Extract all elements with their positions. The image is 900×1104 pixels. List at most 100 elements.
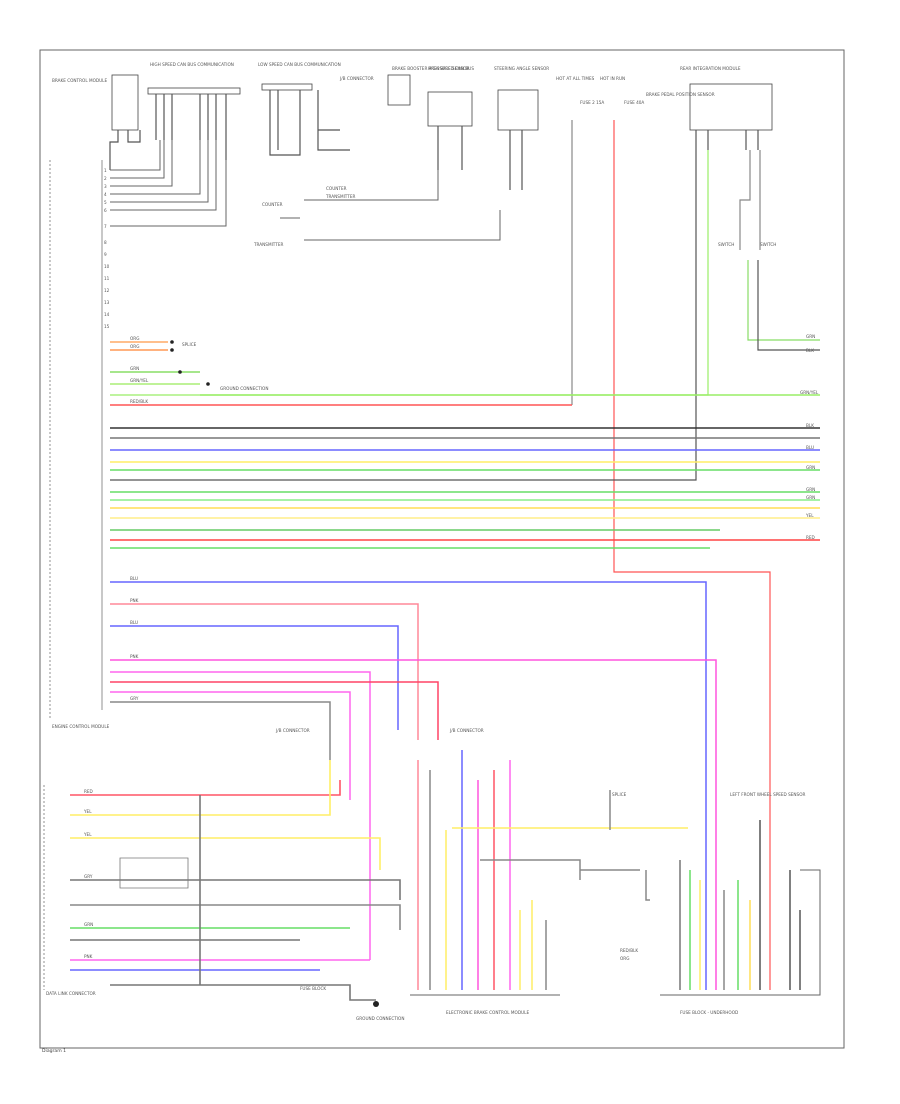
label-gry-lower: GRY <box>130 696 139 701</box>
label-grn-left: GRN <box>130 366 139 371</box>
label-ebcm-left: BRAKE CONTROL MODULE <box>52 78 108 83</box>
label-data-link: DATA LINK CONNECTOR <box>46 991 96 996</box>
label-grn-right-3: GRN <box>806 487 815 492</box>
label-grn-right-4: GRN <box>806 495 815 500</box>
wire-pink-lower-3 <box>110 671 371 960</box>
svg-text:2: 2 <box>104 176 107 181</box>
label-red-right: RED <box>806 535 815 540</box>
right-wire-labels: GRN BLK GRN/YEL BLK BLU GRN GRN GRN YEL … <box>800 334 819 540</box>
label-sensor: BRAKE BOOSTER PRESSURE SENSOR <box>392 66 469 71</box>
label-grn-yel-right: GRN/YEL <box>800 390 819 395</box>
label-brake-switch: BRAKE PEDAL POSITION SENSOR <box>646 92 715 97</box>
label-red-blk-bottom: RED/BLK <box>620 948 638 953</box>
top-harness-lines <box>110 140 501 241</box>
wire-pink-lower-2 <box>110 659 717 990</box>
label-switch-b: SWITCH <box>760 242 776 247</box>
label-rear-module: REAR INTEGRATION MODULE <box>680 66 741 71</box>
label-can-left: HIGH SPEED CAN BUS COMMUNICATION <box>150 62 234 67</box>
label-blu-lower: BLU <box>130 576 138 581</box>
label-red-blk-left: RED/BLK <box>130 399 148 404</box>
label-steering: STEERING ANGLE SENSOR <box>494 66 549 71</box>
bottom-left-block: DATA LINK CONNECTOR FUSE BLOCK RED YEL Y… <box>43 760 401 1001</box>
label-junction-left: J/B CONNECTOR <box>339 76 374 81</box>
label-blk-right-1: BLK <box>806 348 814 353</box>
label-blk-right-2: BLK <box>806 423 814 428</box>
label-blu-lower-2: BLU <box>130 620 138 625</box>
label-transmitter: TRANSMITTER <box>325 194 355 199</box>
label-hot-at-all-times: HOT AT ALL TIMES <box>556 76 595 81</box>
top-labels: BRAKE CONTROL MODULE HIGH SPEED CAN BUS … <box>52 62 776 247</box>
splice-dots <box>170 340 210 386</box>
component-can-left <box>147 87 241 95</box>
lower-left-text: BLU PNK BLU PNK GRY ENGINE CONTROL MODUL… <box>52 576 484 733</box>
label-yel-dlc-2: YEL <box>83 832 92 837</box>
label-left-front-speed: LEFT FRONT WHEEL SPEED SENSOR <box>730 792 806 797</box>
label-splice-right: SPLICE <box>612 792 627 797</box>
ground-symbol: GROUND CONNECTION <box>356 1001 404 1021</box>
label-can-mid: LOW SPEED CAN BUS COMMUNICATION <box>258 62 341 67</box>
svg-text:3: 3 <box>104 184 107 189</box>
wire-pink-lower-1 <box>110 603 419 740</box>
component-rear-module <box>689 83 773 131</box>
label-transmitter-2: TRANSMITTER <box>253 242 283 247</box>
footer-code: Diagram 1 <box>42 1048 66 1054</box>
label-ground-bottom: GROUND CONNECTION <box>356 1016 404 1021</box>
svg-text:6: 6 <box>104 208 107 213</box>
label-org-bottom: ORG <box>620 956 629 961</box>
label-yel-dlc: YEL <box>83 809 92 814</box>
label-switch-a: SWITCH <box>718 242 734 247</box>
left-wire-labels: ORG ORG GRN GRN/YEL RED/BLK SPLICE GROUN… <box>130 336 268 404</box>
label-splice-left: SPLICE <box>182 342 197 347</box>
diagram-frame <box>39 49 845 1049</box>
wire-power-red <box>613 120 771 990</box>
label-fuse-block-right: FUSE BLOCK - UNDERHOOD <box>680 1010 738 1015</box>
label-pnk-lower: PNK <box>130 598 139 603</box>
svg-text:15: 15 <box>104 324 110 329</box>
label-org-left: ORG <box>130 336 139 341</box>
svg-text:10: 10 <box>104 264 110 269</box>
component-can-right <box>427 91 473 127</box>
fuse-block-right: FUSE BLOCK - UNDERHOOD LEFT FRONT WHEEL … <box>609 790 821 1015</box>
label-grn-right-2: GRN <box>806 465 815 470</box>
label-yel-right: YEL <box>805 513 814 518</box>
label-hot-in-run: HOT IN RUN <box>600 76 625 81</box>
wire-gray-lower <box>110 701 331 760</box>
top-components <box>111 74 773 131</box>
label-red-dlc: RED <box>84 789 93 794</box>
wire-blue-lower-2 <box>110 625 399 730</box>
label-ground-top: GROUND CONNECTION <box>220 386 268 391</box>
label-blu-right: BLU <box>806 445 814 450</box>
label-fuse-b: FUSE 40A <box>624 100 644 105</box>
label-gry-dlc: GRY <box>84 874 93 879</box>
label-fuse-block-left: FUSE BLOCK <box>300 986 326 991</box>
label-org-left-2: ORG <box>130 344 139 349</box>
label-junction-left-lower: J/B CONNECTOR <box>275 728 310 733</box>
junction-right-block: ELECTRONIC BRAKE CONTROL MODULE <box>410 750 688 1015</box>
svg-text:8: 8 <box>104 240 107 245</box>
bus-wires <box>110 341 820 549</box>
label-grn-yel-left: GRN/YEL <box>130 378 149 383</box>
svg-text:5: 5 <box>104 200 107 205</box>
label-grn-dlc: GRN <box>84 922 93 927</box>
component-main-module <box>497 89 539 131</box>
component-ebcm-left <box>111 74 139 131</box>
lower-wires <box>110 581 717 990</box>
label-grn-right-1: GRN <box>806 334 815 339</box>
label-pnk-lower-2: PNK <box>130 654 139 659</box>
svg-text:7: 7 <box>104 224 107 229</box>
svg-text:11: 11 <box>104 276 110 281</box>
label-ecm: ENGINE CONTROL MODULE <box>52 724 110 729</box>
svg-text:12: 12 <box>104 288 110 293</box>
label-fuse-a: FUSE 2 15A <box>580 100 604 105</box>
wire-blue-lower-1 <box>110 581 707 990</box>
label-pnk-dlc: PNK <box>84 954 93 959</box>
label-counter-2: COUNTER <box>262 202 283 207</box>
svg-text:13: 13 <box>104 300 110 305</box>
svg-text:1: 1 <box>104 168 107 173</box>
svg-text:4: 4 <box>104 192 107 197</box>
wire-red-lower <box>110 681 439 740</box>
component-can-mid <box>261 83 313 91</box>
label-elec-control: ELECTRONIC BRAKE CONTROL MODULE <box>446 1010 529 1015</box>
